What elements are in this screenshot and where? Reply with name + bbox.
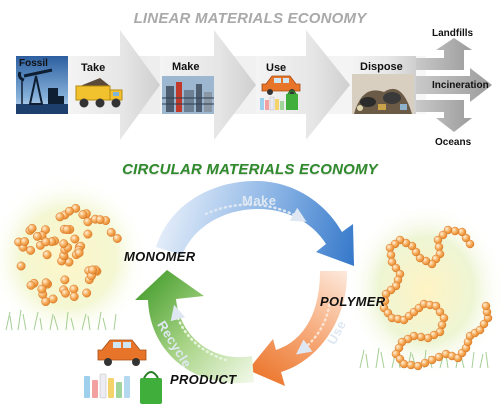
recycle-arrow [135,270,254,384]
monomer-bead [41,297,51,307]
monomer-bead [69,292,79,302]
monomer-bead [83,217,93,227]
fossil-label: Fossil [19,58,48,69]
monomer-bead [61,288,70,298]
polymer-bead [479,319,489,329]
monomer-bead [55,212,65,222]
take-dump-truck-image [75,78,123,108]
monomer-bead [74,248,84,258]
monomer-bead [62,225,72,235]
monomer-bead [42,250,52,260]
fork-arrow-incineration [416,68,492,102]
step-take-label: Take [81,62,106,74]
monomer-bead [82,288,92,298]
monomer-bead [64,206,74,216]
polymer-bead [437,320,447,330]
outcome-landfills-label: Landfills [432,28,474,39]
chevron-take [68,30,160,140]
polymer-bead [481,301,491,311]
monomer-bead [78,210,88,220]
transition-make-label: Make [242,193,277,208]
product-car-image [97,339,147,366]
use-dotted-arrow [296,298,332,355]
stage-polymer-label: POLYMER [320,294,386,309]
linear-chevrons [68,30,416,140]
polymer-bead [433,235,443,245]
monomer-bead [20,237,30,247]
make-dotted-arrow [204,203,307,222]
polymer-chain [379,225,493,371]
circular-economy-title: CIRCULAR MATERIALS ECONOMY [122,161,378,178]
dispose-waste-image [352,74,414,114]
polymer-bead [457,227,467,237]
polymer-bead [475,325,485,335]
monomer-bead [88,265,98,275]
polymer-bead [387,257,397,267]
monomer-bead [32,231,42,241]
product-bag-image [140,371,162,404]
monomer-beads [14,203,122,307]
monomer-bead [83,229,93,239]
step-make-label: Make [172,61,200,73]
product-bottles-image [84,373,130,399]
recycle-dotted-arrow [170,304,228,362]
stage-monomer-label: MONOMER [124,249,196,264]
outcome-incineration-label: Incineration [432,80,489,91]
monomer-bead [16,261,26,271]
monomer-bead [27,223,37,233]
chevron-use [256,30,350,140]
polymer-bead [450,226,460,236]
polymer-bead [416,332,426,342]
polymer-bead [423,333,433,343]
monomer-bead [26,280,36,290]
monomer-bead [41,237,51,247]
monomer-bead [60,275,70,285]
outcome-oceans-label: Oceans [435,137,472,148]
monomer-bead [95,215,105,225]
polymer-bead [461,233,471,243]
monomer-bead [69,284,79,294]
step-use-label: Use [266,62,287,74]
monomer-bead [41,278,51,288]
polymer-bead [434,242,444,252]
monomer-bead [106,227,116,237]
fossil-pumpjack-image [16,56,68,114]
fork-arrow-oceans [416,100,472,132]
polymer-bead [415,253,425,263]
stage-product-label: PRODUCT [170,372,237,387]
monomer-bead [59,239,69,249]
polymer-bead [431,301,441,311]
polymer-bead [435,307,445,317]
monomer-bead [70,234,80,244]
make-factory-image [162,76,214,114]
use-arrow [248,271,348,386]
polymer-bead [385,243,395,253]
disposal-fork [416,38,492,132]
grass-left [5,309,117,331]
fork-arrow-landfills [416,38,472,70]
polymer-bead [465,239,475,249]
monomer-bead [112,234,122,243]
polymer-bead [399,359,409,369]
make-arrow [156,180,354,266]
step-dispose-label: Dispose [360,61,403,73]
linear-economy-title: LINEAR MATERIALS ECONOMY [133,10,367,27]
monomer-bead [26,245,36,255]
polymer-bead [439,313,449,323]
monomer-bead [48,294,58,304]
monomer-bead [37,284,47,294]
polymer-glow [346,202,500,378]
polymer-bead [406,360,416,370]
polymer-bead [411,247,421,257]
use-products-image [260,75,301,111]
polymer-bead [386,250,396,260]
polymer-bead [391,263,401,273]
